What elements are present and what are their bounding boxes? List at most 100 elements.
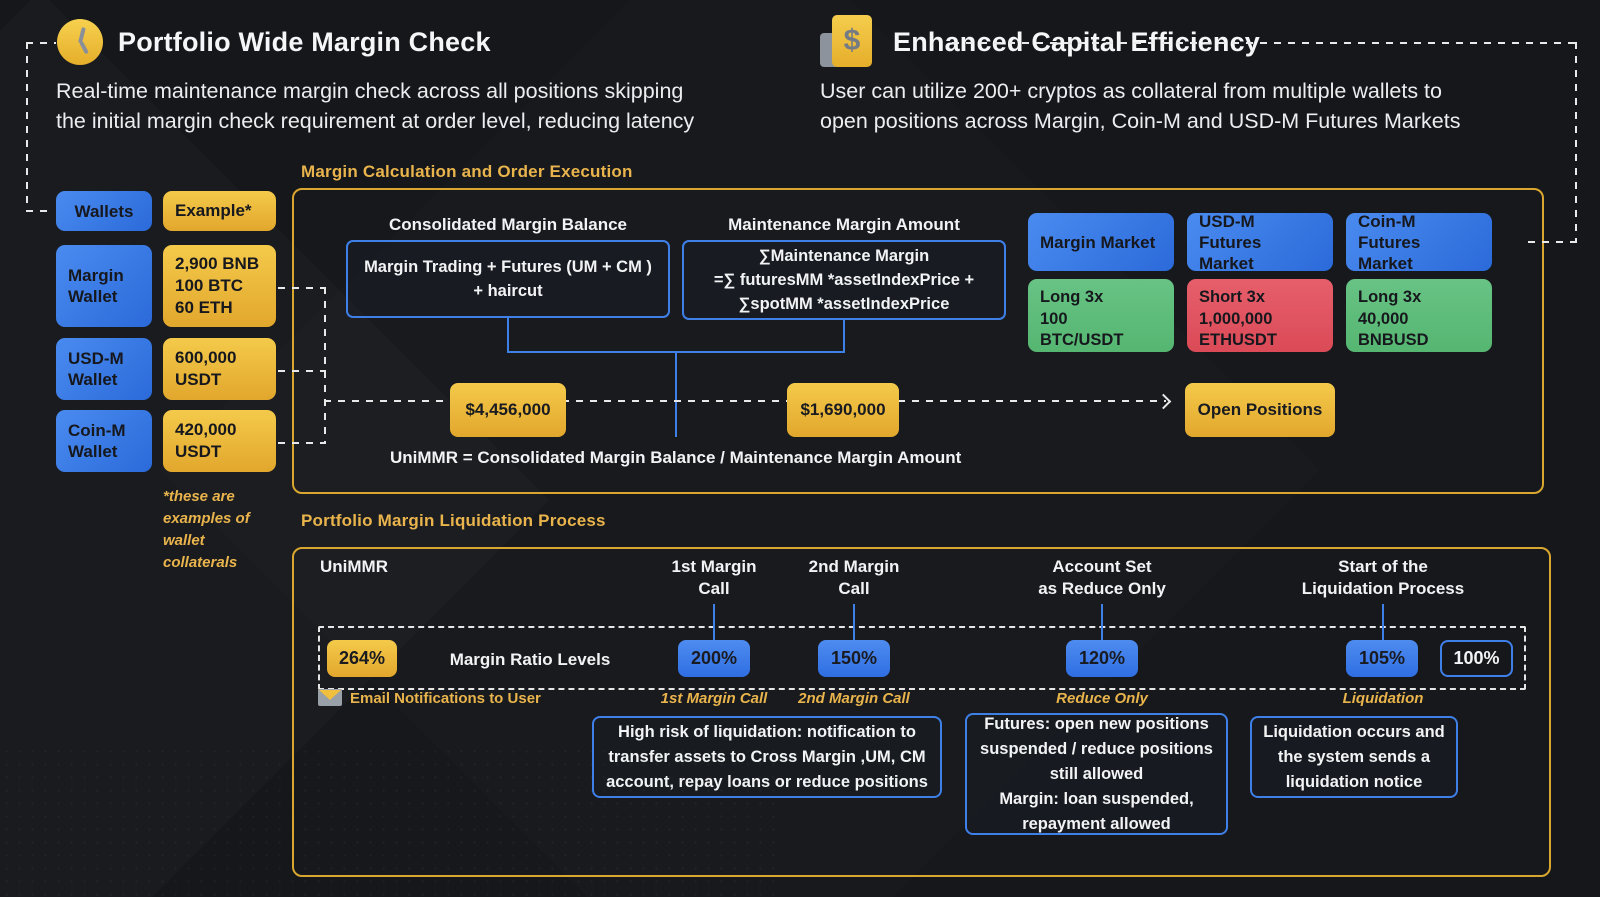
ratio-badge-150: 150%	[818, 640, 890, 677]
current-ratio-value: 264%	[338, 648, 386, 668]
flow-line	[324, 400, 1166, 402]
stage-header-liquidation: Start of the Liquidation Process	[1301, 557, 1465, 598]
note-liquidation: Liquidation occurs and the system sends …	[1250, 716, 1458, 798]
stage-stem	[853, 604, 855, 642]
example-coinm-value: 420,000 USDT	[175, 420, 237, 461]
tag-2nd-call: 2nd Margin Call	[798, 690, 910, 707]
wallet-coinm-label: Coin-M Wallet	[68, 421, 126, 461]
stage-stem	[713, 604, 715, 642]
maintenance-amount: $1,690,000	[800, 400, 886, 419]
tag-reduce-only: Reduce Only	[1056, 690, 1148, 707]
money-icon: $	[820, 15, 878, 69]
market-usdm-futures: USD-M Futures Market	[1187, 211, 1333, 273]
ratio-levels-label: Margin Ratio Levels	[449, 650, 611, 669]
consolidated-formula: Margin Trading + Futures (UM + CM ) + ha…	[364, 258, 652, 300]
maintenance-amount-badge: $1,690,000	[787, 383, 899, 437]
connector-right	[1575, 42, 1577, 243]
stage-stem	[1101, 604, 1103, 642]
maintenance-formula-box: ∑Maintenance Margin =∑ futuresMM *assetI…	[682, 240, 1006, 320]
position-short-eth-value: Short 3x 1,000,000 ETHUSDT	[1199, 288, 1277, 349]
connector-right	[1528, 241, 1575, 243]
consolidated-heading: Consolidated Margin Balance	[388, 215, 628, 234]
note-liquidation-text: Liquidation occurs and the system sends …	[1263, 722, 1445, 791]
stage-header-reduce-only: Account Set as Reduce Only	[1038, 557, 1166, 598]
ratio-120-value: 120%	[1078, 648, 1126, 668]
description-left: Real-time maintenance margin check acros…	[56, 79, 695, 133]
open-positions-badge: Open Positions	[1185, 383, 1335, 437]
stage-stem	[1382, 604, 1384, 642]
bracket-line	[843, 320, 845, 353]
bracket-line	[507, 318, 509, 353]
maintenance-formula: ∑Maintenance Margin =∑ futuresMM *assetI…	[713, 247, 975, 313]
tag-liquidation: Liquidation	[1342, 690, 1424, 707]
connector-example-1	[278, 287, 326, 289]
calc-section-frame	[292, 188, 1544, 494]
bracket-stem	[675, 351, 677, 437]
market-coinm-label: Coin-M Futures Market	[1358, 211, 1421, 273]
example-margin-value: 2,900 BNB 100 BTC 60 ETH	[175, 254, 260, 317]
connector-right	[952, 42, 1577, 44]
connector-left	[26, 42, 56, 44]
maintenance-heading: Maintenance Margin Amount	[728, 215, 960, 234]
stage-header-1st-call: 1st Margin Call	[671, 557, 757, 598]
note-margin-call-text: High risk of liquidation: notification t…	[606, 722, 928, 791]
example-header-label: Example*	[175, 201, 252, 220]
current-ratio-badge: 264%	[327, 640, 397, 677]
note-reduce-only-text: Futures: open new positions suspended / …	[980, 714, 1213, 833]
page-title-left: Portfolio Wide Margin Check	[118, 27, 491, 57]
mail-icon	[318, 689, 342, 706]
tag-1st-call: 1st Margin Call	[660, 690, 768, 707]
margin-ratio-track	[318, 626, 1526, 690]
unimmr-label: UniMMR	[320, 557, 388, 576]
connector-left	[26, 210, 54, 212]
ratio-200-value: 200%	[690, 648, 738, 668]
connector-example-2	[278, 370, 326, 372]
example-usdm: 600,000 USDT	[163, 338, 276, 400]
connector-left	[26, 42, 28, 212]
market-margin: Margin Market	[1028, 213, 1174, 271]
example-coinm: 420,000 USDT	[163, 410, 276, 472]
liquidation-section-title: Portfolio Margin Liquidation Process	[301, 511, 606, 530]
calc-section-title: Margin Calculation and Order Execution	[301, 162, 633, 181]
stage-header-2nd-call: 2nd Margin Call	[808, 557, 900, 598]
description-right: User can utilize 200+ cryptos as collate…	[820, 79, 1461, 133]
wallet-margin: Margin Wallet	[56, 245, 152, 327]
consolidated-formula-box: Margin Trading + Futures (UM + CM ) + ha…	[346, 240, 670, 318]
example-header: Example*	[163, 191, 276, 231]
ratio-badge-120: 120%	[1066, 640, 1138, 677]
connector-example-3	[278, 442, 326, 444]
open-positions-label: Open Positions	[1197, 400, 1323, 419]
ratio-150-value: 150%	[830, 648, 878, 668]
wallet-coinm: Coin-M Wallet	[56, 410, 152, 472]
unimmr-formula: UniMMR = Consolidated Margin Balance / M…	[390, 448, 962, 467]
position-long-btc: Long 3x 100 BTC/USDT	[1028, 279, 1174, 352]
note-margin-call: High risk of liquidation: notification t…	[592, 716, 942, 798]
wallet-usdm-label: USD-M Wallet	[68, 349, 124, 389]
note-reduce-only: Futures: open new positions suspended / …	[965, 713, 1228, 835]
ratio-badge-105: 105%	[1346, 640, 1418, 677]
wallet-usdm: USD-M Wallet	[56, 338, 152, 400]
example-margin: 2,900 BNB 100 BTC 60 ETH	[163, 245, 276, 327]
position-long-bnb: Long 3x 40,000 BNBUSD	[1346, 279, 1492, 352]
wallet-footnote: *these are examples of wallet collateral…	[163, 488, 250, 571]
example-usdm-value: 600,000 USDT	[175, 348, 237, 389]
market-coinm-futures: Coin-M Futures Market	[1346, 211, 1492, 273]
market-margin-label: Margin Market	[1040, 232, 1156, 252]
consolidated-amount-badge: $4,456,000	[450, 383, 566, 437]
clock-icon	[57, 19, 103, 65]
wallet-header-label: Wallets	[74, 201, 134, 221]
wallet-header: Wallets	[56, 191, 152, 231]
ratio-100-value: 100%	[1453, 648, 1500, 668]
money-icon-front: $	[832, 15, 872, 67]
market-usdm-label: USD-M Futures Market	[1199, 211, 1262, 273]
wallet-margin-label: Margin Wallet	[68, 266, 124, 306]
clock-hand	[79, 41, 89, 55]
email-notification-label: Email Notifications to User	[350, 690, 541, 707]
liquidation-section-frame	[292, 547, 1551, 877]
ratio-badge-100: 100%	[1440, 640, 1513, 677]
ratio-105-value: 105%	[1358, 648, 1406, 668]
ratio-badge-200: 200%	[678, 640, 750, 677]
position-long-btc-value: Long 3x 100 BTC/USDT	[1040, 288, 1124, 349]
position-long-bnb-value: Long 3x 40,000 BNBUSD	[1358, 288, 1429, 349]
